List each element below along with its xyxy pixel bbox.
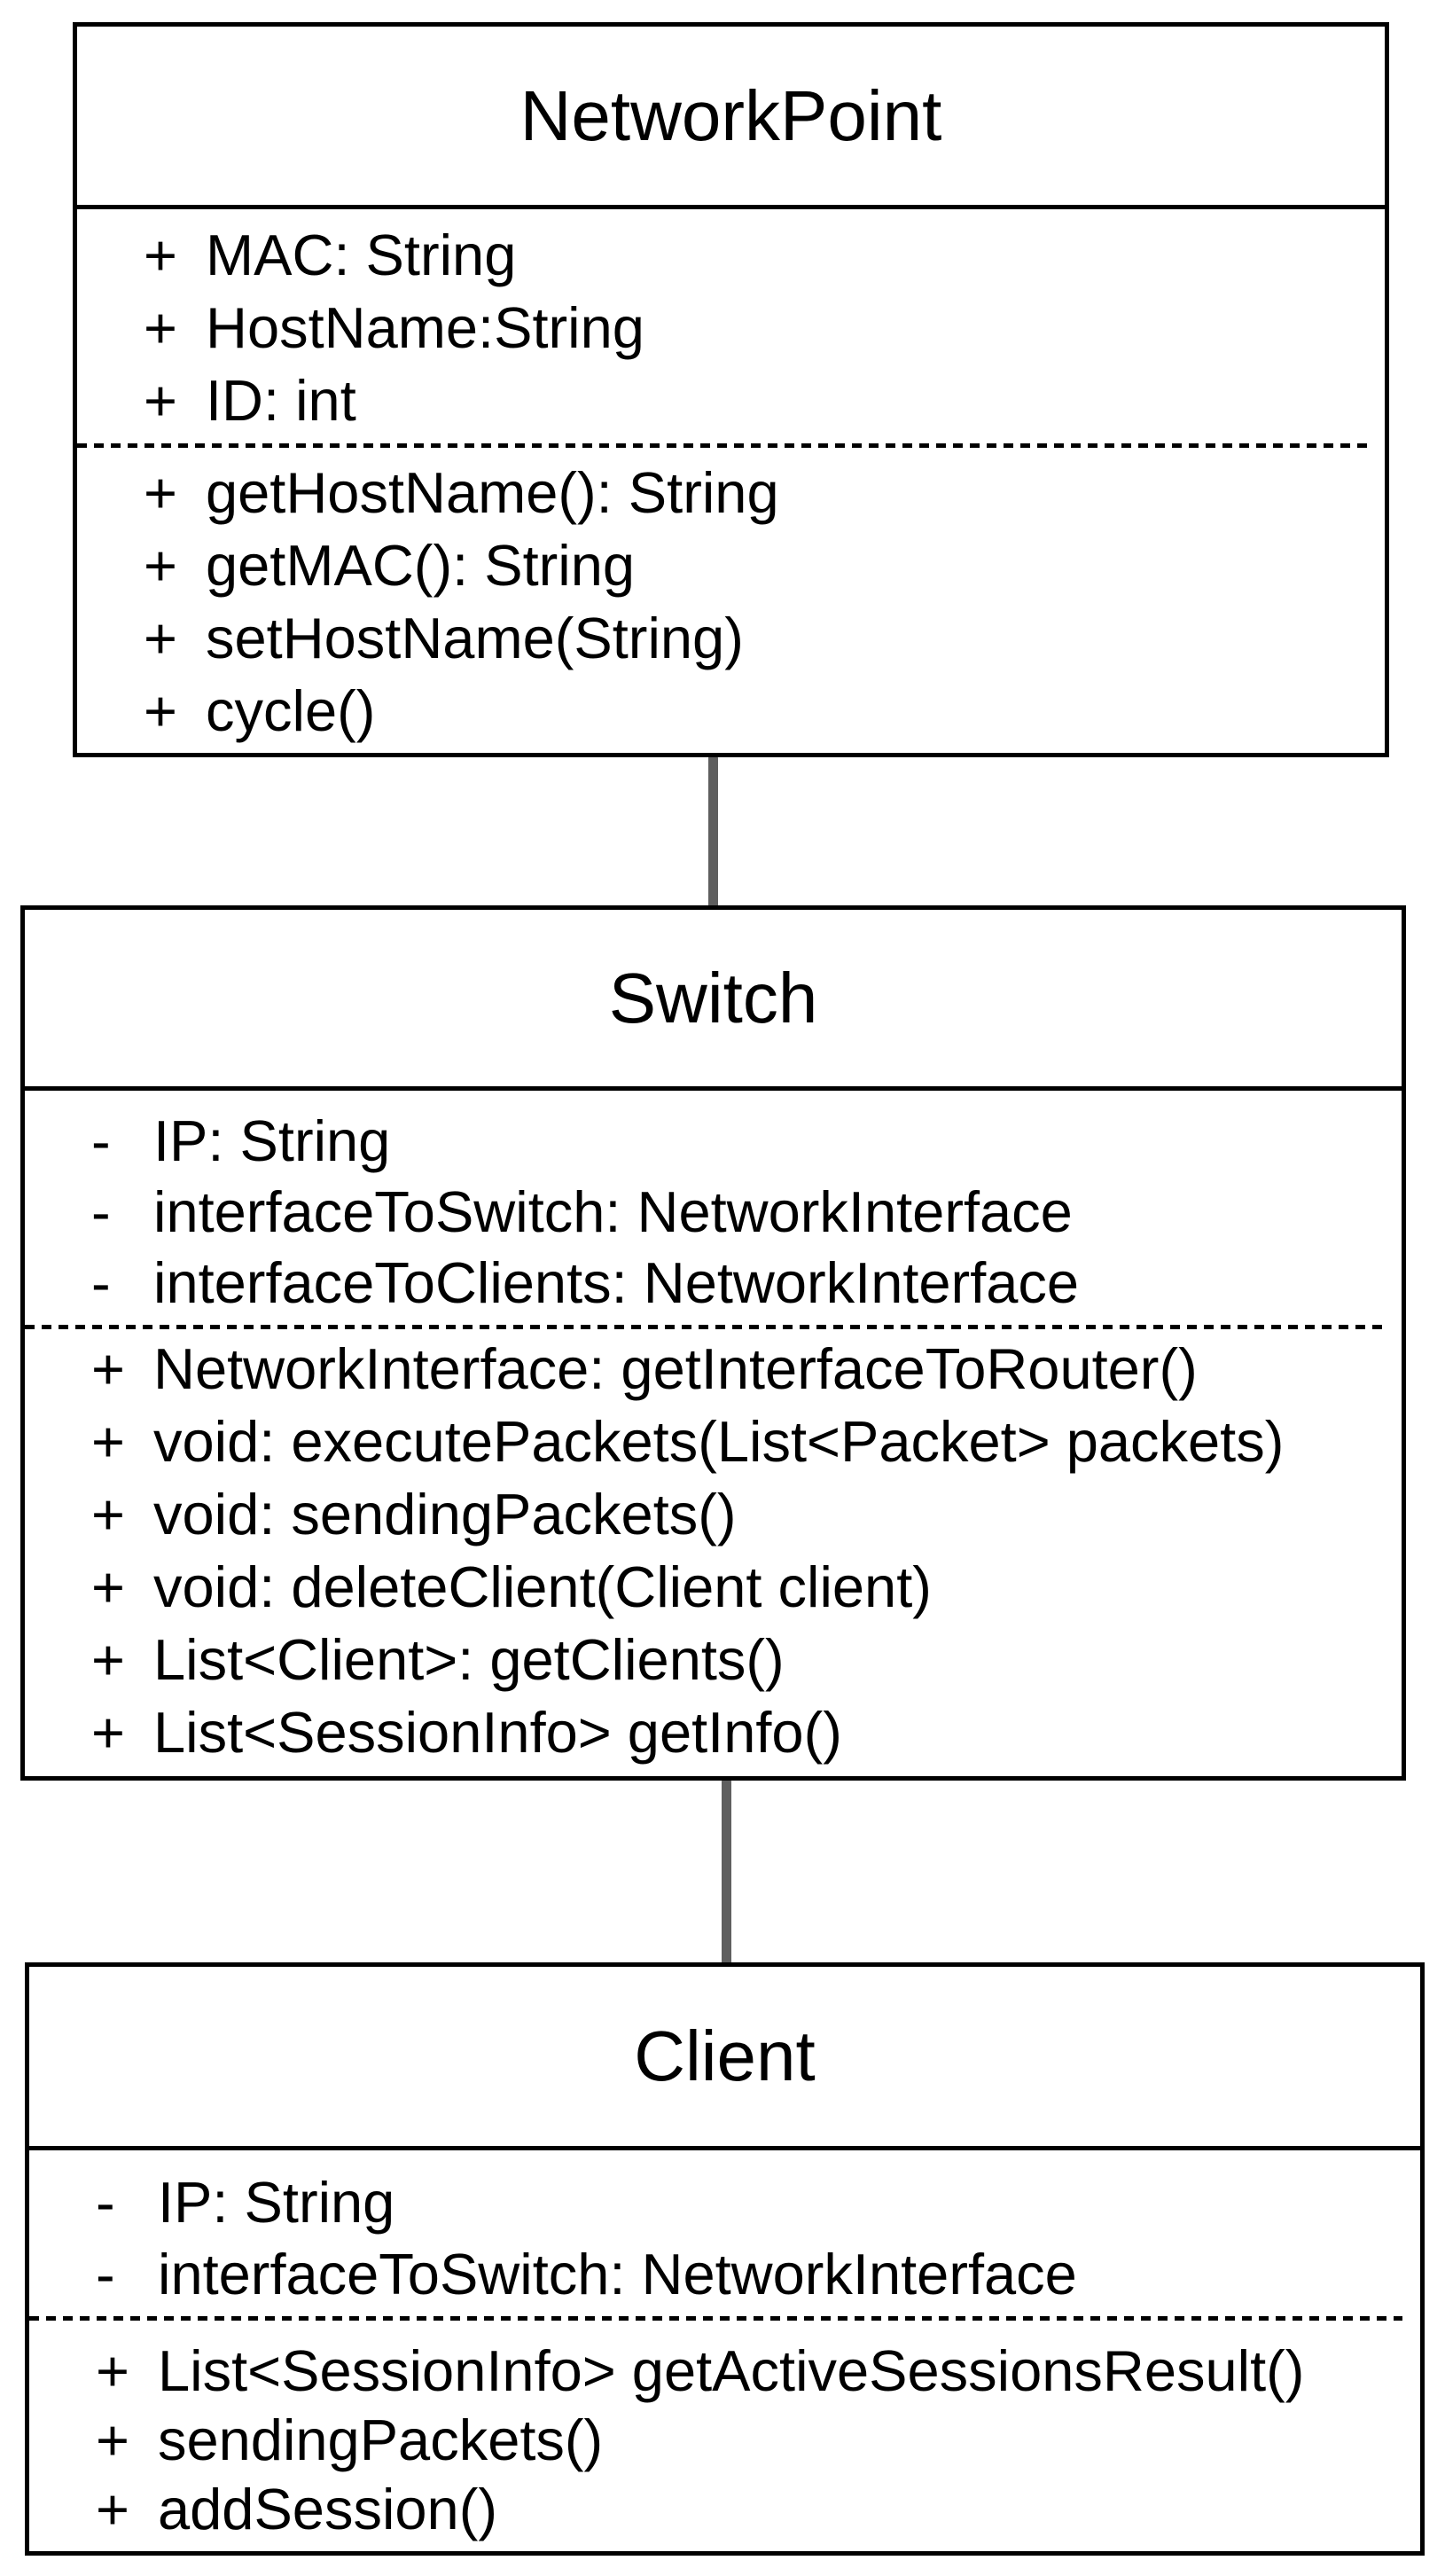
method-row: + void: deleteClient(Client client) — [91, 1551, 1402, 1624]
method-text: void: executePackets(List<Packet> packet… — [153, 1409, 1285, 1474]
method-row: + List<SessionInfo> getActiveSessionsRes… — [96, 2337, 1420, 2406]
association-connector-switch-client — [722, 1777, 731, 1967]
method-row: + getMAC(): String — [144, 529, 1385, 602]
visibility-sign: + — [144, 295, 177, 360]
method-text: addSession() — [158, 2477, 497, 2541]
method-row: + sendingPackets() — [96, 2406, 1420, 2475]
method-row: + List<Client>: getClients() — [91, 1624, 1402, 1696]
attributes-compartment: - IP: String - interfaceToSwitch: Networ… — [25, 1091, 1402, 1325]
visibility-sign: + — [96, 2408, 129, 2472]
visibility-sign: + — [96, 2477, 129, 2541]
visibility-sign: + — [144, 460, 177, 525]
visibility-sign: - — [96, 2242, 115, 2306]
attribute-text: HostName:String — [206, 295, 644, 360]
attribute-text: ID: int — [206, 368, 356, 433]
dashed-divider — [29, 2316, 1402, 2321]
association-connector-networkpoint-switch — [708, 754, 718, 910]
class-title: Client — [29, 1967, 1420, 2150]
visibility-sign: - — [91, 1179, 111, 1244]
attributes-compartment: + MAC: String + HostName:String + ID: in… — [77, 209, 1385, 443]
attribute-row: + ID: int — [144, 364, 1385, 437]
attribute-text: interfaceToClients: NetworkInterface — [153, 1250, 1080, 1315]
visibility-sign: + — [91, 1554, 125, 1619]
method-text: void: sendingPackets() — [153, 1482, 737, 1546]
method-text: getHostName(): String — [206, 460, 779, 525]
visibility-sign: - — [91, 1108, 111, 1173]
visibility-sign: + — [91, 1336, 125, 1401]
attribute-text: MAC: String — [206, 223, 517, 287]
method-row: + NetworkInterface: getInterfaceToRouter… — [91, 1333, 1402, 1405]
attribute-text: IP: String — [153, 1108, 391, 1173]
class-title: Switch — [25, 910, 1402, 1091]
method-text: List<SessionInfo> getActiveSessionsResul… — [158, 2338, 1305, 2403]
method-row: + addSession() — [96, 2475, 1420, 2544]
attribute-row: - interfaceToClients: NetworkInterface — [91, 1248, 1402, 1319]
visibility-sign: + — [91, 1627, 125, 1692]
attribute-row: + MAC: String — [144, 219, 1385, 292]
class-title: NetworkPoint — [77, 27, 1385, 209]
attribute-text: interfaceToSwitch: NetworkInterface — [153, 1179, 1073, 1244]
class-box-switch: Switch - IP: String - interfaceToSwitch:… — [20, 905, 1406, 1781]
attribute-row: - IP: String — [96, 2166, 1420, 2238]
visibility-sign: + — [144, 678, 177, 743]
method-row: + void: executePackets(List<Packet> pack… — [91, 1405, 1402, 1478]
method-text: List<Client>: getClients() — [153, 1627, 785, 1692]
visibility-sign: + — [91, 1482, 125, 1546]
methods-compartment: + getHostName(): String + getMAC(): Stri… — [77, 448, 1385, 748]
method-text: NetworkInterface: getInterfaceToRouter() — [153, 1336, 1198, 1401]
class-box-networkpoint: NetworkPoint + MAC: String + HostName:St… — [73, 22, 1389, 757]
visibility-sign: + — [144, 606, 177, 670]
attribute-row: + HostName:String — [144, 292, 1385, 364]
dashed-divider — [25, 1325, 1384, 1329]
method-row: + setHostName(String) — [144, 602, 1385, 675]
method-text: getMAC(): String — [206, 533, 636, 598]
visibility-sign: + — [144, 368, 177, 433]
attribute-text: interfaceToSwitch: NetworkInterface — [158, 2242, 1077, 2306]
method-text: void: deleteClient(Client client) — [153, 1554, 932, 1619]
visibility-sign: + — [91, 1700, 125, 1765]
method-row: + getHostName(): String — [144, 457, 1385, 529]
methods-compartment: + NetworkInterface: getInterfaceToRouter… — [25, 1329, 1402, 1769]
method-text: setHostName(String) — [206, 606, 744, 670]
visibility-sign: + — [96, 2338, 129, 2403]
visibility-sign: - — [91, 1250, 111, 1315]
class-box-client: Client - IP: String - interfaceToSwitch:… — [25, 1962, 1425, 2556]
method-row: + List<SessionInfo> getInfo() — [91, 1696, 1402, 1769]
method-row: + void: sendingPackets() — [91, 1478, 1402, 1551]
visibility-sign: + — [144, 223, 177, 287]
method-text: List<SessionInfo> getInfo() — [153, 1700, 842, 1765]
methods-compartment: + List<SessionInfo> getActiveSessionsRes… — [29, 2321, 1420, 2544]
visibility-sign: - — [96, 2170, 115, 2235]
method-row: + cycle() — [144, 675, 1385, 748]
method-text: cycle() — [206, 678, 376, 743]
attributes-compartment: - IP: String - interfaceToSwitch: Networ… — [29, 2150, 1420, 2316]
attribute-row: - interfaceToSwitch: NetworkInterface — [96, 2238, 1420, 2310]
visibility-sign: + — [144, 533, 177, 598]
attribute-row: - IP: String — [91, 1106, 1402, 1177]
method-text: sendingPackets() — [158, 2408, 604, 2472]
dashed-divider — [77, 443, 1367, 448]
visibility-sign: + — [91, 1409, 125, 1474]
attribute-row: - interfaceToSwitch: NetworkInterface — [91, 1177, 1402, 1248]
attribute-text: IP: String — [158, 2170, 395, 2235]
